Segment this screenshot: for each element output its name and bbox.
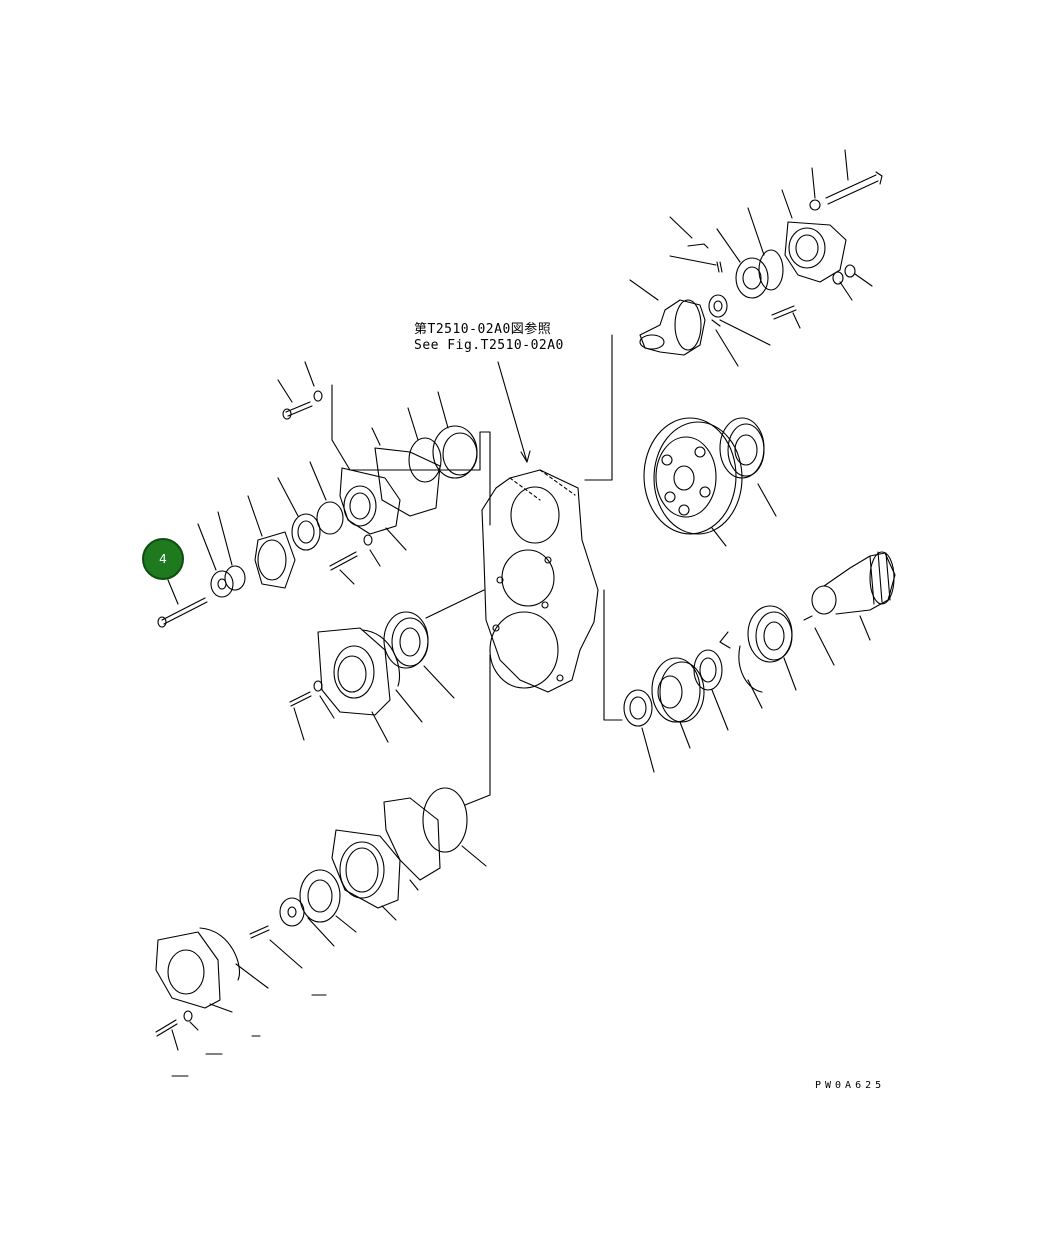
lower-cover-assembly — [155, 787, 487, 1077]
reference-note-line-2: See Fig.T2510-02A0 — [414, 338, 564, 353]
large-idler-gear — [643, 417, 777, 547]
upper-left-cover-assembly — [157, 361, 478, 628]
reference-arrow — [497, 361, 531, 463]
group-bracket-lines — [331, 334, 623, 806]
upper-right-drive-assembly — [629, 149, 883, 367]
part-callout-badge[interactable]: 4 — [142, 538, 184, 580]
lower-right-gear-stack — [623, 605, 797, 773]
gear-case-housing — [481, 469, 599, 693]
middle-left-cover — [289, 589, 485, 743]
pinion-shaft — [803, 551, 896, 666]
drawing-code: PW0A625 — [815, 1080, 886, 1091]
callout-label: 4 — [159, 552, 167, 566]
figure-reference-note: 第T2510-02A0図参照 See Fig.T2510-02A0 — [414, 322, 564, 354]
reference-note-line-1: 第T2510-02A0図参照 — [414, 322, 552, 337]
